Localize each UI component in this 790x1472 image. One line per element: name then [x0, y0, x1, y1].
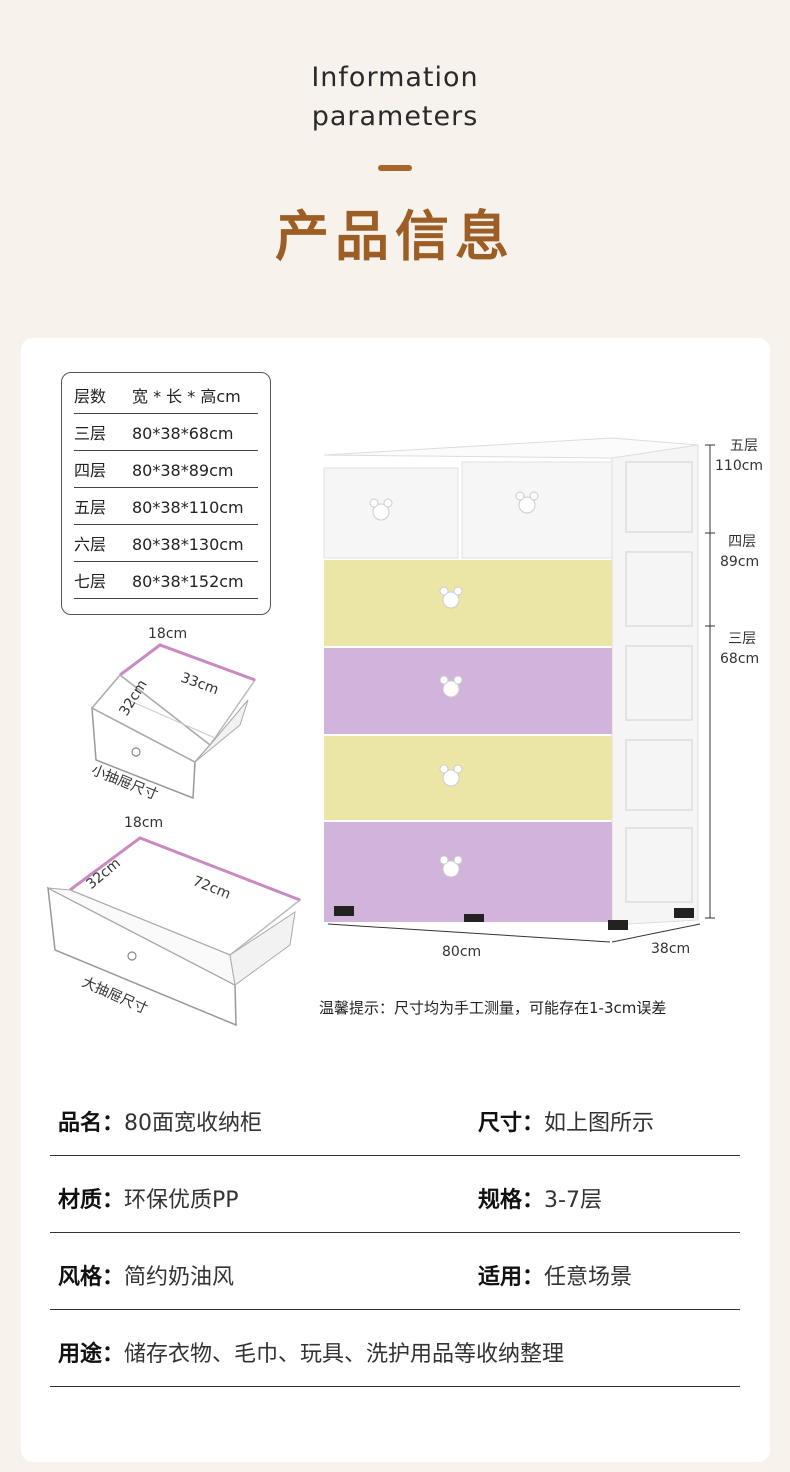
- tier-height: 89cm: [720, 554, 760, 570]
- large-drawer-illustration: [47, 836, 302, 1027]
- drawer-cabinet-illustration: [323, 437, 715, 943]
- size-table: 层数 宽 * 长 * 高cm 三层 80*38*68cm 四层 80*38*89…: [61, 372, 271, 615]
- size-row: 七层 80*38*152cm: [74, 562, 258, 599]
- header-tier: 层数: [74, 387, 107, 406]
- info-row: 品名：80面宽收纳柜 尺寸：如上图所示: [50, 1079, 740, 1156]
- title-en-line2: parameters: [311, 101, 479, 132]
- tier-name: 三层: [728, 631, 757, 647]
- info-size: 尺寸：如上图所示: [478, 1105, 654, 1137]
- size-dimensions: 80*38*110cm: [132, 498, 244, 517]
- info-key: 品名：: [58, 1111, 125, 1136]
- measurement-tip: 温馨提示：尺寸均为手工测量，可能存在1-3cm误差: [319, 999, 667, 1017]
- info-row: 材质：环保优质PP 规格：3-7层: [50, 1156, 740, 1233]
- info-row: 用途：储存衣物、毛巾、玩具、洗护用品等收纳整理: [50, 1310, 740, 1387]
- header-dimensions: 宽 * 长 * 高cm: [132, 387, 241, 406]
- info-key: 用途：: [58, 1342, 125, 1367]
- bear-knob-icon: [369, 491, 539, 878]
- large-drawer-depth: 18cm: [124, 815, 164, 831]
- size-tier: 三层: [74, 424, 107, 443]
- info-key: 风格：: [58, 1265, 125, 1290]
- info-use: 用途：储存衣物、毛巾、玩具、洗护用品等收纳整理: [58, 1336, 564, 1368]
- info-key: 规格：: [478, 1188, 545, 1213]
- info-key: 材质：: [58, 1188, 125, 1213]
- tier-name: 五层: [730, 438, 759, 454]
- info-value: 简约奶油风: [124, 1265, 235, 1290]
- small-drawer-depth: 18cm: [148, 626, 188, 642]
- size-dimensions: 80*38*152cm: [132, 572, 244, 591]
- info-value: 如上图所示: [544, 1111, 655, 1136]
- size-dimensions: 80*38*89cm: [132, 461, 234, 480]
- info-material: 材质：环保优质PP: [58, 1182, 239, 1214]
- size-table-header: 层数 宽 * 长 * 高cm: [74, 377, 258, 414]
- header: Information parameters 产品信息: [0, 0, 790, 330]
- info-name: 品名：80面宽收纳柜: [58, 1105, 262, 1137]
- size-row: 五层 80*38*110cm: [74, 488, 258, 525]
- cabinet-depth: 38cm: [651, 941, 691, 957]
- size-dimensions: 80*38*130cm: [132, 535, 244, 554]
- tier-height: 110cm: [715, 458, 764, 474]
- size-tier: 五层: [74, 498, 107, 517]
- info-value: 3-7层: [544, 1188, 602, 1213]
- title-cn: 产品信息: [275, 205, 515, 268]
- tier-height: 68cm: [720, 651, 760, 667]
- height-label-4: 四层 89cm: [720, 532, 759, 572]
- size-tier: 七层: [74, 572, 107, 591]
- info-row: 风格：简约奶油风 适用：任意场景: [50, 1233, 740, 1310]
- size-row: 六层 80*38*130cm: [74, 525, 258, 562]
- height-label-5: 五层 110cm: [715, 436, 763, 476]
- info-style: 风格：简约奶油风: [58, 1259, 234, 1291]
- info-value: 80面宽收纳柜: [124, 1111, 263, 1136]
- title-en-line1: Information: [311, 62, 479, 93]
- small-drawer-illustration: [90, 643, 257, 800]
- tier-name: 四层: [728, 534, 757, 550]
- size-row: 三层 80*38*68cm: [74, 414, 258, 451]
- bear-knob-icon: [131, 747, 141, 757]
- size-tier: 六层: [74, 535, 107, 554]
- info-spec: 规格：3-7层: [478, 1182, 602, 1214]
- size-row: 四层 80*38*89cm: [74, 451, 258, 488]
- accent-divider: [378, 165, 412, 171]
- bear-knob-icon: [127, 951, 137, 961]
- title-en: Information parameters: [0, 58, 790, 136]
- info-key: 尺寸：: [478, 1111, 545, 1136]
- info-value: 任意场景: [544, 1265, 633, 1290]
- size-dimensions: 80*38*68cm: [132, 424, 234, 443]
- info-value: 储存衣物、毛巾、玩具、洗护用品等收纳整理: [124, 1342, 565, 1367]
- size-tier: 四层: [74, 461, 107, 480]
- height-label-3: 三层 68cm: [720, 629, 759, 669]
- info-apply: 适用：任意场景: [478, 1259, 632, 1291]
- info-key: 适用：: [478, 1265, 545, 1290]
- cabinet-width: 80cm: [442, 944, 482, 960]
- info-value: 环保优质PP: [124, 1188, 239, 1213]
